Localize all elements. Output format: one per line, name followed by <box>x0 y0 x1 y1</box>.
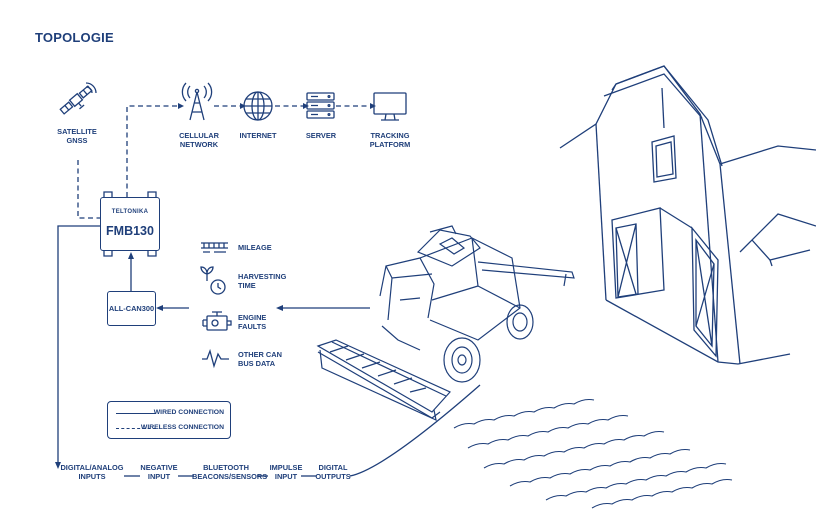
server-label: SERVER <box>305 131 337 140</box>
fmb130-ears <box>103 191 157 257</box>
engine-label: ENGINE FAULTS <box>238 313 267 331</box>
legend-wired: WIRED CONNECTION <box>116 409 224 419</box>
legend: WIRED CONNECTION WIRELESS CONNECTION <box>107 401 231 439</box>
barn-illustration <box>559 65 816 365</box>
can-adapter-box: ALL-CAN300 <box>107 291 156 326</box>
satellite-label: SATELLITE GNSS <box>57 127 97 145</box>
io-bluetooth-label: BLUETOOTH BEACONS/SENSORS <box>192 463 268 481</box>
monitor-icon <box>373 92 407 121</box>
cell-tower-icon <box>181 82 213 121</box>
io-digital-analog-label: DIGITAL/ANALOG INPUTS <box>60 463 124 481</box>
globe-icon <box>243 91 273 121</box>
cellular-label: CELLULAR NETWORK <box>179 131 219 149</box>
server-icon <box>306 92 335 119</box>
legend-wired-text: WIRED CONNECTION <box>153 409 224 416</box>
legend-wireless: WIRELESS CONNECTION <box>116 424 224 434</box>
field-rows-illustration <box>453 398 733 509</box>
legend-wireless-text: WIRELESS CONNECTION <box>140 424 224 431</box>
engine-icon <box>202 311 232 331</box>
internet-label: INTERNET <box>239 131 277 140</box>
combine-harvester-illustration <box>316 225 575 422</box>
fmb130-device: TELTONIKA FMB130 <box>100 197 160 251</box>
tracking-label: TRACKING PLATFORM <box>369 131 411 149</box>
teltonika-brand: TELTONIKA <box>111 209 149 215</box>
odometer-icon <box>201 242 228 253</box>
harvesting-label: HARVESTING TIME <box>238 272 287 290</box>
io-digital-outputs-label: DIGITAL OUTPUTS <box>315 463 351 481</box>
wired-links <box>55 225 481 477</box>
wave-icon <box>202 348 229 369</box>
io-impulse-label: IMPULSE INPUT <box>269 463 303 481</box>
wireless-links <box>77 105 370 219</box>
io-negative-label: NEGATIVE INPUT <box>140 463 178 481</box>
satellite-icon <box>59 85 93 115</box>
plant-clock-icon <box>200 266 226 295</box>
page-title: TOPOLOGIE <box>35 30 114 45</box>
mileage-label: MILEAGE <box>238 243 272 252</box>
other-can-label: OTHER CAN BUS DATA <box>238 350 282 368</box>
device-model: FMB130 <box>106 224 154 238</box>
